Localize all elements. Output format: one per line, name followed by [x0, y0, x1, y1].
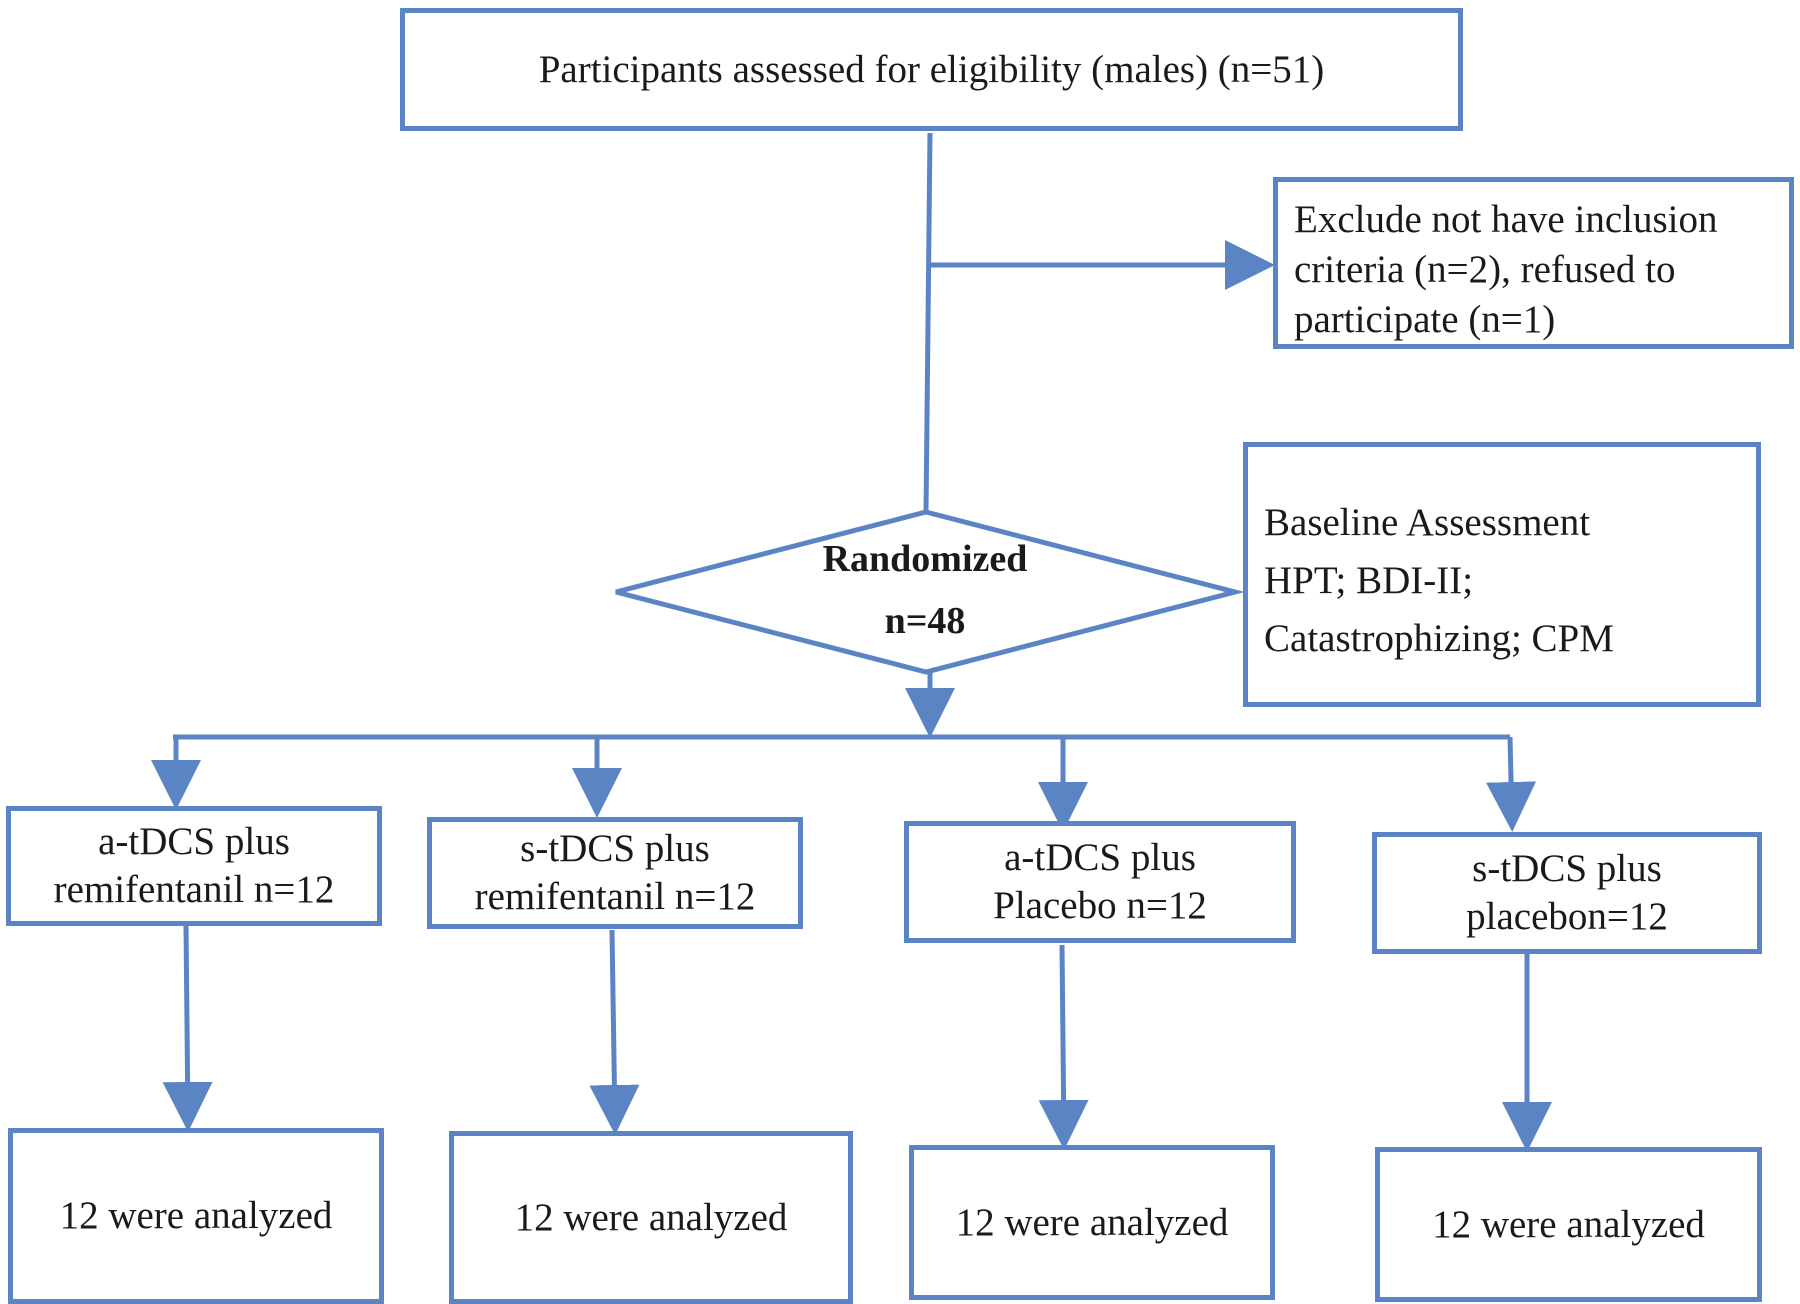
analyzed-box-3: 12 were analyzed [909, 1145, 1275, 1300]
analyzed-4-text: 12 were analyzed [1432, 1202, 1705, 1246]
group-box-4: s-tDCS plus placebon=12 [1372, 832, 1762, 954]
baseline-line-3: Catastrophizing; CPM [1264, 617, 1614, 660]
split-arrow-4 [1486, 736, 1537, 832]
trunk-line [923, 132, 933, 513]
analyzed-box-2: 12 were analyzed [449, 1131, 853, 1304]
exclude-line-1: Exclude not have inclusion [1294, 198, 1718, 241]
group-1-line-1: a-tDCS plus [98, 820, 290, 863]
group-2-line-2: remifentanil n=12 [474, 875, 756, 918]
analyzed-box-1: 12 were analyzed [8, 1128, 384, 1304]
analyzed-2-text: 12 were analyzed [514, 1195, 788, 1239]
randomized-title: Randomized [822, 538, 1028, 580]
baseline-line-1: Baseline Assessment [1264, 501, 1591, 544]
group-box-2: s-tDCS plus remifentanil n=12 [427, 817, 803, 929]
exclude-line-3: participate (n=1) [1294, 298, 1556, 341]
randomized-count: n=48 [884, 600, 966, 642]
group-arrow-3 [1038, 944, 1089, 1150]
group-3-line-1: a-tDCS plus [1004, 836, 1196, 879]
group-box-1: a-tDCS plus remifentanil n=12 [6, 806, 382, 926]
exclude-box: Exclude not have inclusion criteria (n=2… [1273, 177, 1794, 349]
group-4-line-2: placebon=12 [1466, 895, 1668, 938]
group-1-line-2: remifentanil n=12 [53, 868, 335, 911]
group-arrow-2 [589, 929, 640, 1135]
analyzed-1-text: 12 were analyzed [59, 1194, 333, 1237]
baseline-box: Baseline Assessment HPT; BDI-II; Catastr… [1243, 442, 1761, 707]
group-arrow-1 [162, 925, 213, 1132]
group-4-line-1: s-tDCS plus [1472, 847, 1662, 890]
exclude-line-2: criteria (n=2), refused to [1294, 248, 1676, 291]
eligibility-box: Participants assessed for eligibility (m… [400, 8, 1463, 131]
analyzed-3-text: 12 were analyzed [955, 1200, 1229, 1244]
analyzed-box-4: 12 were analyzed [1375, 1147, 1762, 1302]
randomized-label: Randomized n=48 [780, 528, 1070, 652]
group-2-line-1: s-tDCS plus [520, 827, 710, 870]
randomized-diamond [615, 509, 1245, 675]
baseline-line-2: HPT; BDI-II; [1264, 559, 1474, 602]
group-box-3: a-tDCS plus Placebo n=12 [904, 821, 1296, 943]
group-3-line-2: Placebo n=12 [993, 884, 1207, 927]
eligibility-text: Participants assessed for eligibility (m… [538, 47, 1325, 91]
